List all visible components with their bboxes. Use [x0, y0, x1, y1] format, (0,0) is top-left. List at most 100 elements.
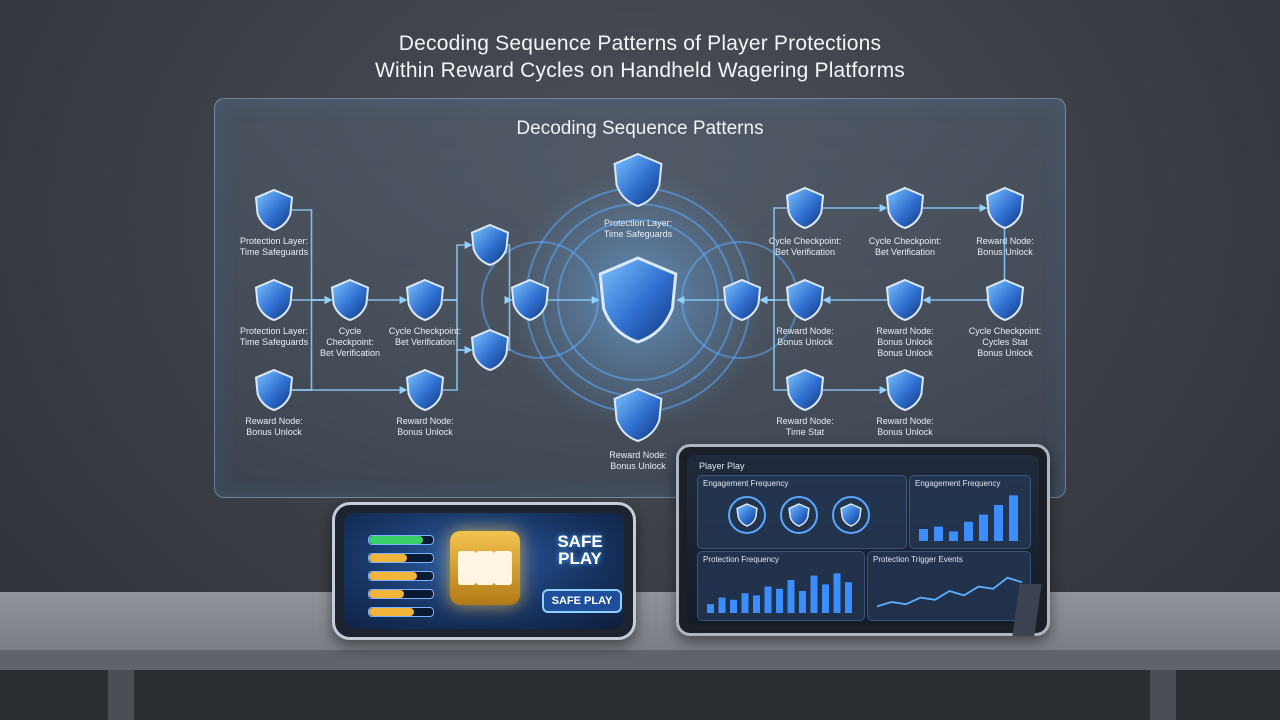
phone-progress-bar: [368, 535, 434, 545]
tablet-header: Player Play: [699, 461, 745, 471]
node-label: Cycle Checkpoint:Bet Verification: [370, 326, 480, 348]
shield-icon: [785, 368, 825, 412]
node-label-line: Cycle Checkpoint:: [868, 236, 942, 246]
phone-progress-fill: [369, 608, 414, 616]
node-label-line: Reward Node:: [976, 236, 1034, 246]
node-label-line: Cycle Checkpoint:: [388, 326, 462, 336]
node-label-line: Reward Node:: [776, 416, 834, 426]
node-label-line: Bonus Unlock: [877, 337, 933, 347]
node-layer: [254, 152, 1025, 443]
slot-reel: [476, 551, 494, 585]
shield-icon: [736, 503, 758, 527]
bar: [833, 573, 841, 613]
tablet-ring: [780, 496, 818, 534]
node-label: Reward Node:Bonus Unlock: [950, 236, 1060, 258]
edge-arrow: [443, 346, 473, 391]
node-label-line: Bonus Unlock: [246, 427, 302, 437]
bar: [730, 599, 737, 613]
bar: [799, 591, 806, 613]
bar: [787, 580, 795, 613]
shield-icon: [254, 278, 294, 322]
series-line: [876, 576, 1023, 608]
node-label: Reward Node:Bonus Unlock: [219, 416, 329, 438]
bar: [994, 505, 1003, 541]
shield-icon: [598, 256, 678, 344]
tablet-card-1-title: Engagement Frequency: [703, 479, 789, 488]
node-label-line: Bonus Unlock: [977, 247, 1033, 257]
desk-edge: [0, 650, 1280, 670]
node-label-line: Reward Node:: [609, 450, 667, 460]
bar: [707, 604, 714, 613]
safe-play-button[interactable]: SAFE PLAY: [542, 589, 622, 613]
tablet-screen: Player Play Engagement Frequency Engagem…: [687, 455, 1039, 625]
tablet-ring: [832, 496, 870, 534]
node-label: Protection Layer:Time Safeguards: [219, 326, 329, 348]
edge-arrow: [759, 296, 787, 391]
shield-icon: [885, 186, 925, 230]
shield-icon: [510, 278, 550, 322]
desk-leg-right: [1150, 670, 1176, 720]
node-label-line: Cycle Checkpoint:: [968, 326, 1042, 336]
slot-machine-icon: [450, 531, 520, 605]
node-label: Reward Node:Bonus Unlock: [370, 416, 480, 438]
node-label-line: Bonus Unlock: [877, 427, 933, 437]
bar: [776, 588, 783, 613]
slot-reel: [494, 551, 512, 585]
desk-shadow: [0, 670, 1280, 720]
node-label: Reward Node:Bonus Unlock: [583, 450, 693, 472]
tablet-card-4: [867, 551, 1031, 621]
phone-progress-bar: [368, 589, 434, 599]
node-label: Protection Layer:Time Safeguards: [219, 236, 329, 258]
bar: [949, 531, 958, 541]
bar: [1009, 495, 1018, 541]
shield-icon: [254, 368, 294, 412]
node-label: Protection Layer:Time Safeguards: [583, 218, 693, 240]
panel-title: Decoding Sequence Patterns: [516, 118, 764, 139]
bar: [919, 529, 928, 541]
phone-progress-fill: [369, 554, 408, 562]
phone-progress-fill: [369, 536, 424, 544]
node-label-line: Bonus Unlock: [877, 348, 933, 358]
phone-progress-bar: [368, 607, 434, 617]
node-label: Reward Node:Bonus Unlock: [850, 416, 960, 438]
shield-icon: [613, 387, 663, 443]
phone-screen: SAFE PLAY SAFE PLAY: [344, 513, 624, 629]
shield-icon: [254, 188, 294, 232]
safe-play-text: SAFE PLAY: [557, 532, 603, 568]
phone-progress-fill: [369, 590, 405, 598]
bar: [822, 584, 829, 613]
shield-icon: [405, 278, 445, 322]
node-label-line: Bet Verification: [319, 348, 381, 358]
shield-icon: [613, 152, 663, 208]
bar: [979, 514, 988, 541]
node-label-line: Bet Verification: [874, 247, 936, 257]
bar: [845, 582, 852, 613]
bar: [964, 521, 973, 541]
desk-leg-left: [108, 670, 134, 720]
tablet-charts: [707, 495, 1023, 613]
node-label-line: Cycle: [338, 326, 362, 336]
slot-reel: [458, 551, 476, 585]
shield-icon: [885, 368, 925, 412]
desk-top: [0, 592, 1280, 650]
node-label-line: Bet Verification: [394, 337, 456, 347]
node-label-line: Reward Node:: [876, 326, 934, 336]
node-label: Cycle Checkpoint:Bet Verification: [850, 236, 960, 258]
edge-arrow: [443, 241, 473, 301]
shield-icon: [985, 186, 1025, 230]
tablet: Player Play Engagement Frequency Engagem…: [676, 444, 1050, 636]
shield-icon: [470, 328, 510, 372]
bar: [934, 526, 943, 541]
node-label-line: Cycles Stat: [982, 337, 1028, 347]
shield-icon: [330, 278, 370, 322]
shield-icon: [722, 278, 762, 322]
tablet-card-4-title: Protection Trigger Events: [873, 555, 963, 564]
node-label-line: Reward Node:: [876, 416, 934, 426]
node-label-line: Time Safeguards: [603, 229, 673, 239]
shield-icon: [785, 278, 825, 322]
node-label-line: Cycle Checkpoint:: [768, 236, 842, 246]
node-label-line: Protection Layer:: [239, 236, 309, 246]
